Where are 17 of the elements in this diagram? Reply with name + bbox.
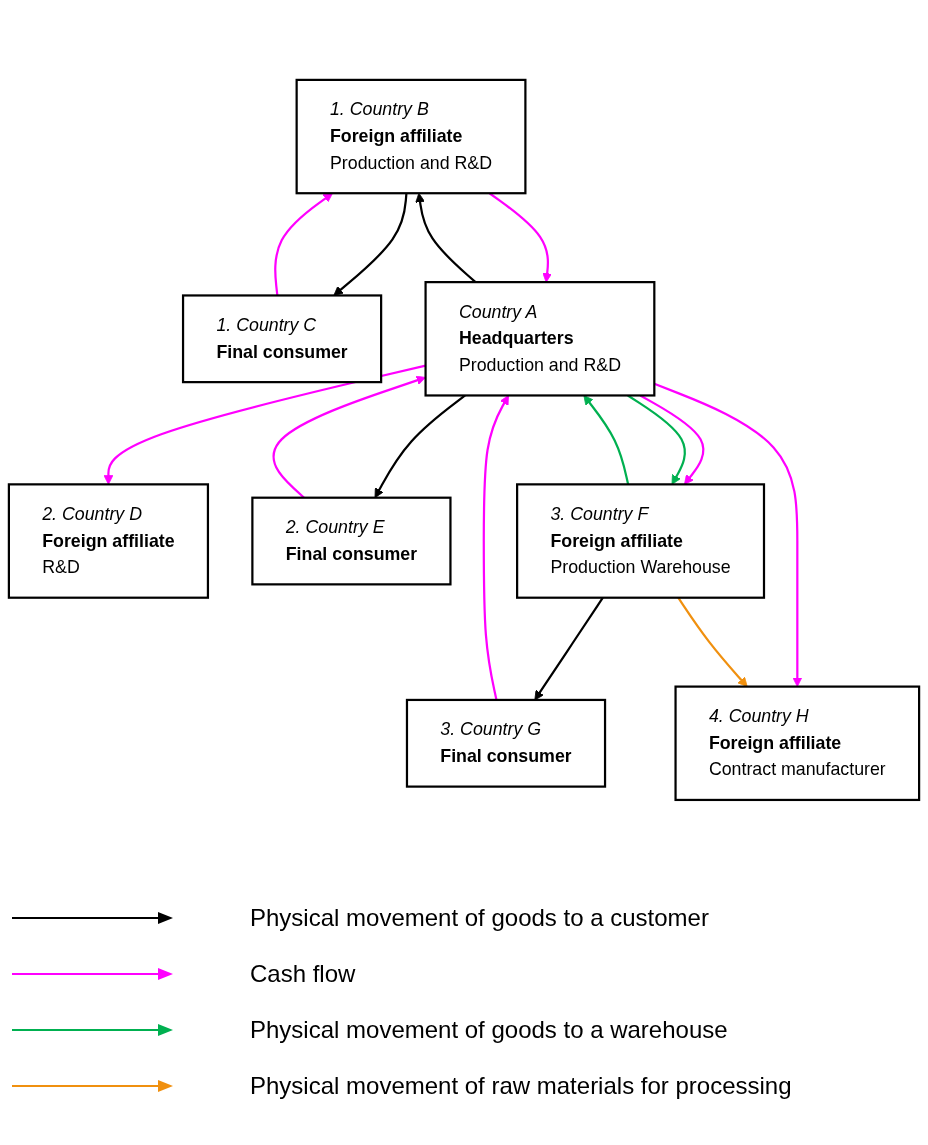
node-box: 4. Country H Foreign affiliate Contract manufacturer [674,685,921,802]
legend-text: Cash flow [250,960,356,988]
arrow [482,395,509,701]
arrow [333,193,408,296]
legend-text: Physical movement of goods to a warehouse [250,1016,728,1044]
node-box: Country A Headquarters Production and R&D [424,281,656,397]
node-box: 1. Country B Foreign affiliate Production and R&D [295,78,527,195]
node-box: 3. Country F Foreign affiliate Production Warehouse [516,483,766,599]
arrow [534,597,604,701]
legend-text: Physical movement of goods to a customer [250,904,709,932]
legend-text: Physical movement of raw materials for processing [250,1072,792,1100]
node-box: 1. Country C Final consumer [181,294,383,384]
node-box: 2. Country D Foreign affiliate R&D [7,483,210,599]
node-box: 2. Country E Final consumer [251,496,452,586]
node-box: 3. Country G Final consumer [405,698,607,788]
arrow [103,364,426,485]
arrow [583,395,630,485]
